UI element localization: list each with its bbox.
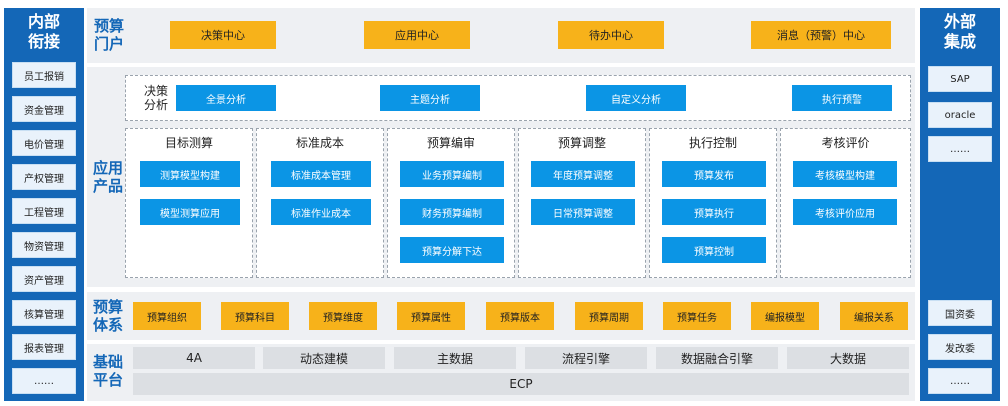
platform-workflow-engine[interactable]: 流程引擎 bbox=[525, 347, 647, 369]
system-budget-dimension[interactable]: 预算维度 bbox=[309, 302, 377, 330]
product-assessment-evaluation-apply[interactable]: 考核评价应用 bbox=[793, 199, 897, 225]
budget-portal-section: 预算 门户 决策中心 应用中心 待办中心 消息（预警）中心 bbox=[87, 8, 915, 63]
product-budget-control[interactable]: 预算控制 bbox=[662, 237, 766, 263]
internal-item-fund-management[interactable]: 资金管理 bbox=[12, 96, 76, 122]
platform-data-fusion-engine[interactable]: 数据融合引擎 bbox=[656, 347, 778, 369]
internal-item-engineering-management[interactable]: 工程管理 bbox=[12, 198, 76, 224]
internal-item-materials-management[interactable]: 物资管理 bbox=[12, 232, 76, 258]
external-item-more-top: …… bbox=[928, 136, 992, 162]
external-item-oracle[interactable]: oracle bbox=[928, 102, 992, 128]
product-assessment-model-build[interactable]: 考核模型构建 bbox=[793, 161, 897, 187]
system-budget-version[interactable]: 预算版本 bbox=[486, 302, 554, 330]
product-column-standard-cost: 标准成本 标准成本管理 标准作业成本 bbox=[256, 128, 384, 278]
decision-execution-alert[interactable]: 执行预警 bbox=[792, 85, 892, 111]
external-integration-title: 外部 集成 bbox=[943, 12, 976, 51]
column-title: 目标测算 bbox=[164, 136, 213, 150]
platform-master-data[interactable]: 主数据 bbox=[394, 347, 516, 369]
product-standard-cost-manage[interactable]: 标准成本管理 bbox=[271, 161, 371, 187]
internal-item-report-management[interactable]: 报表管理 bbox=[12, 334, 76, 360]
internal-item-employee-reimbursement[interactable]: 员工报销 bbox=[12, 62, 76, 88]
internal-item-price-management[interactable]: 电价管理 bbox=[12, 130, 76, 156]
system-budget-organization[interactable]: 预算组织 bbox=[133, 302, 201, 330]
portal-application-center[interactable]: 应用中心 bbox=[364, 21, 470, 49]
product-finance-budget-compile[interactable]: 财务预算编制 bbox=[400, 199, 504, 225]
platform-4a[interactable]: 4A bbox=[133, 347, 255, 369]
portal-decision-center[interactable]: 决策中心 bbox=[170, 21, 276, 49]
basic-platform-section: 基础 平台 4A 动态建模 主数据 流程引擎 数据融合引擎 大数据 ECP bbox=[87, 344, 915, 401]
system-budget-period[interactable]: 预算周期 bbox=[575, 302, 643, 330]
decision-custom-analysis[interactable]: 自定义分析 bbox=[586, 85, 686, 111]
internal-item-asset-management[interactable]: 资产管理 bbox=[12, 266, 76, 292]
product-budget-release[interactable]: 预算发布 bbox=[662, 161, 766, 187]
product-column-target-calculation: 目标测算 测算模型构建 模型测算应用 bbox=[125, 128, 253, 278]
column-title: 标准成本 bbox=[295, 136, 344, 150]
internal-item-property-management[interactable]: 产权管理 bbox=[12, 164, 76, 190]
decision-panorama-analysis[interactable]: 全景分析 bbox=[176, 85, 276, 111]
platform-ecp[interactable]: ECP bbox=[133, 373, 909, 395]
decision-analysis-box: 决策 分析 全景分析 主题分析 自定义分析 执行预警 bbox=[125, 75, 911, 121]
basic-platform-label: 基础 平台 bbox=[93, 353, 124, 389]
external-integration-panel: 外部 集成 SAP oracle …… 国资委 发改委 …… bbox=[920, 8, 1000, 401]
external-item-sap[interactable]: SAP bbox=[928, 66, 992, 92]
column-title: 预算调整 bbox=[557, 136, 606, 150]
external-item-ndrc[interactable]: 发改委 bbox=[928, 334, 992, 360]
product-budget-execute[interactable]: 预算执行 bbox=[662, 199, 766, 225]
product-column-assessment-evaluation: 考核评价 考核模型构建 考核评价应用 bbox=[780, 128, 911, 278]
system-report-relation[interactable]: 编报关系 bbox=[840, 302, 908, 330]
product-standard-activity-cost[interactable]: 标准作业成本 bbox=[271, 199, 371, 225]
external-item-sasac[interactable]: 国资委 bbox=[928, 300, 992, 326]
internal-integration-title: 内部 衔接 bbox=[27, 12, 60, 51]
external-item-more-bottom: …… bbox=[928, 368, 992, 394]
product-column-budget-adjustment: 预算调整 年度预算调整 日常预算调整 bbox=[518, 128, 646, 278]
column-title: 执行控制 bbox=[688, 136, 737, 150]
product-daily-budget-adjust[interactable]: 日常预算调整 bbox=[531, 199, 635, 225]
product-business-budget-compile[interactable]: 业务预算编制 bbox=[400, 161, 504, 187]
product-calc-model-build[interactable]: 测算模型构建 bbox=[140, 161, 240, 187]
budget-system-section: 预算 体系 预算组织 预算科目 预算维度 预算属性 预算版本 预算周期 预算任务… bbox=[87, 292, 915, 340]
system-report-model[interactable]: 编报模型 bbox=[751, 302, 819, 330]
platform-big-data[interactable]: 大数据 bbox=[787, 347, 909, 369]
system-budget-subject[interactable]: 预算科目 bbox=[221, 302, 289, 330]
system-budget-task[interactable]: 预算任务 bbox=[663, 302, 731, 330]
budget-system-label: 预算 体系 bbox=[93, 298, 124, 334]
decision-analysis-label: 决策 分析 bbox=[144, 84, 169, 112]
application-products-label: 应用 产品 bbox=[93, 159, 124, 195]
product-column-budget-compile-review: 预算编审 业务预算编制 财务预算编制 预算分解下达 bbox=[387, 128, 515, 278]
column-title: 预算编审 bbox=[426, 136, 475, 150]
budget-portal-label: 预算 门户 bbox=[94, 17, 125, 53]
application-products-section: 应用 产品 决策 分析 全景分析 主题分析 自定义分析 执行预警 目标测算 测算… bbox=[87, 67, 915, 287]
system-budget-attribute[interactable]: 预算属性 bbox=[397, 302, 465, 330]
internal-item-accounting-management[interactable]: 核算管理 bbox=[12, 300, 76, 326]
decision-topic-analysis[interactable]: 主题分析 bbox=[380, 85, 480, 111]
internal-integration-panel: 内部 衔接 员工报销 资金管理 电价管理 产权管理 工程管理 物资管理 资产管理… bbox=[4, 8, 84, 401]
product-budget-decompose-issue[interactable]: 预算分解下达 bbox=[400, 237, 504, 263]
product-annual-budget-adjust[interactable]: 年度预算调整 bbox=[531, 161, 635, 187]
portal-message-alert-center[interactable]: 消息（预警）中心 bbox=[751, 21, 891, 49]
product-model-calc-apply[interactable]: 模型测算应用 bbox=[140, 199, 240, 225]
product-column-execution-control: 执行控制 预算发布 预算执行 预算控制 bbox=[649, 128, 777, 278]
platform-dynamic-modeling[interactable]: 动态建模 bbox=[263, 347, 385, 369]
portal-todo-center[interactable]: 待办中心 bbox=[558, 21, 664, 49]
internal-item-more: …… bbox=[12, 368, 76, 394]
column-title: 考核评价 bbox=[821, 136, 870, 150]
